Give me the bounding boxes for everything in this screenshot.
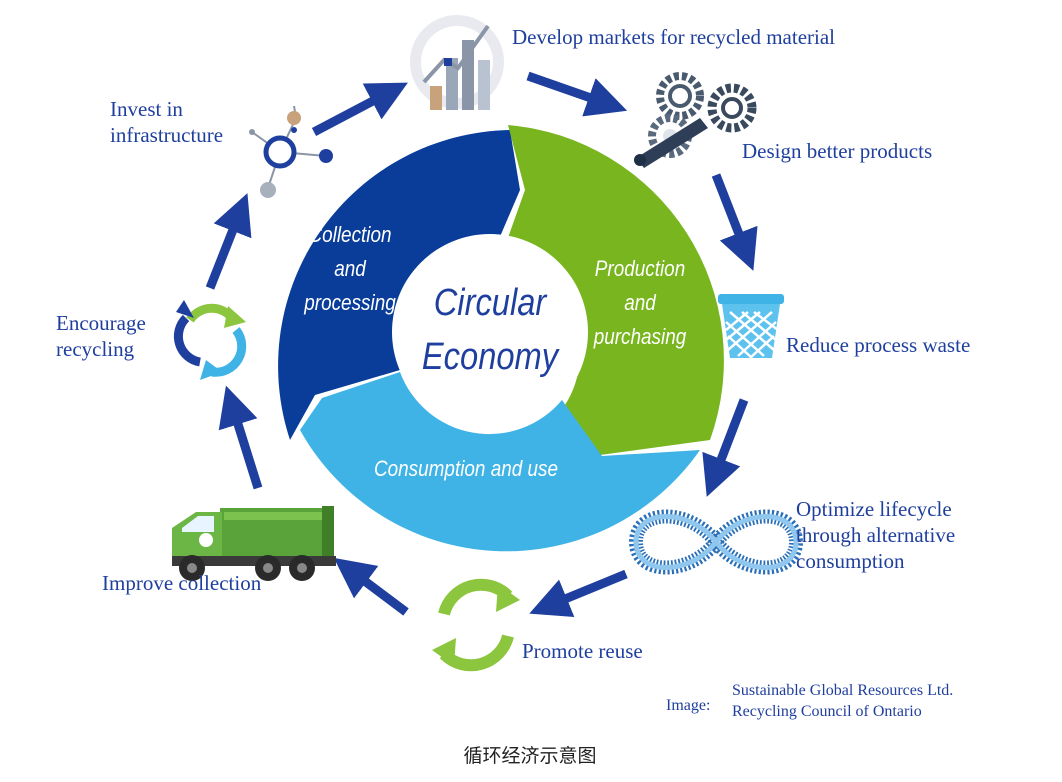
recycle-arrows-icon: [173, 300, 247, 380]
segment-production-line3: purchasing: [593, 324, 687, 349]
garbage-truck-icon: [172, 506, 336, 581]
stage-collection-line1: Improve collection: [102, 571, 262, 595]
stage-markets-label: Develop markets for recycled material: [512, 24, 835, 50]
segment-production: [500, 125, 724, 455]
stage-lifecycle-label: Optimize lifecycle through alternative c…: [796, 496, 955, 574]
segment-collection-label: Collection and processing: [298, 218, 401, 320]
stage-markets-line1: Develop markets for recycled material: [512, 25, 836, 49]
stage-recycling-line1: Encourage: [56, 311, 146, 335]
arrow-waste-to-lifecycle: [702, 398, 749, 497]
segment-consumption: [300, 372, 700, 552]
credit-line2: Recycling Council of Ontario: [732, 703, 922, 720]
arrow-design-to-waste: [711, 173, 758, 271]
cycle-arrows: [205, 71, 758, 618]
stage-lifecycle-line3: consumption: [796, 549, 905, 573]
segment-production-line2: and: [624, 290, 656, 315]
stage-waste-label: Reduce process waste: [786, 332, 970, 358]
network-node-icon: [249, 105, 333, 198]
credit-prefix: Image:: [666, 697, 711, 714]
segment-collection: [278, 130, 520, 440]
arrow-recycling-to-infrastructure: [205, 193, 252, 290]
credit-line1: Sustainable Global Resources Ltd.: [732, 682, 954, 699]
arrow-lifecycle-to-reuse: [529, 569, 628, 618]
stage-reuse-line1: Promote reuse: [522, 639, 643, 663]
segment-production-label: Production and purchasing: [587, 252, 694, 354]
arrow-markets-to-design: [526, 71, 628, 117]
stage-recycling-label: Encourage recycling: [56, 310, 146, 362]
stage-infrastructure-line1: Invest in: [110, 97, 183, 121]
segment-collection-line3: processing: [304, 290, 396, 315]
stage-collection-label: Improve collection: [102, 570, 261, 596]
segment-collection-line2: and: [334, 256, 366, 281]
figure-caption: 循环经济示意图: [463, 745, 597, 767]
center-title-line2: Economy: [421, 336, 559, 378]
stage-design-line1: Design better products: [742, 139, 933, 163]
bar-chart-icon: [410, 15, 504, 110]
wheel: [278, 125, 724, 552]
reuse-arrows-icon: [432, 578, 520, 672]
stage-reuse-label: Promote reuse: [522, 638, 643, 664]
center-title: Circular Economy: [421, 276, 559, 384]
stage-lifecycle-line1: Optimize lifecycle: [796, 497, 952, 521]
arrow-reuse-to-collection: [333, 557, 409, 616]
credit-sources: Sustainable Global Resources Ltd. Recycl…: [732, 680, 953, 722]
segment-consumption-label: Consumption and use: [371, 452, 560, 486]
arrow-infrastructure-to-markets: [311, 82, 408, 136]
stage-recycling-line2: recycling: [56, 337, 135, 361]
center-title-line1: Circular: [433, 282, 547, 324]
segment-consumption-line1: Consumption and use: [373, 456, 559, 481]
arrow-collection-to-recycling: [218, 385, 263, 490]
gears-icon: [634, 72, 757, 168]
segment-collection-line1: Collection: [308, 222, 392, 247]
segment-production-line1: Production: [594, 256, 686, 281]
stage-infrastructure-line2: infrastructure: [110, 123, 224, 147]
stage-waste-line1: Reduce process waste: [786, 333, 971, 357]
stage-infrastructure-label: Invest in infrastructure: [110, 96, 223, 148]
center-hub: [392, 234, 588, 430]
waste-basket-icon: [718, 294, 784, 359]
infinity-icon: [628, 509, 804, 575]
stage-lifecycle-line2: through alternative: [796, 523, 956, 547]
stage-design-label: Design better products: [742, 138, 932, 164]
